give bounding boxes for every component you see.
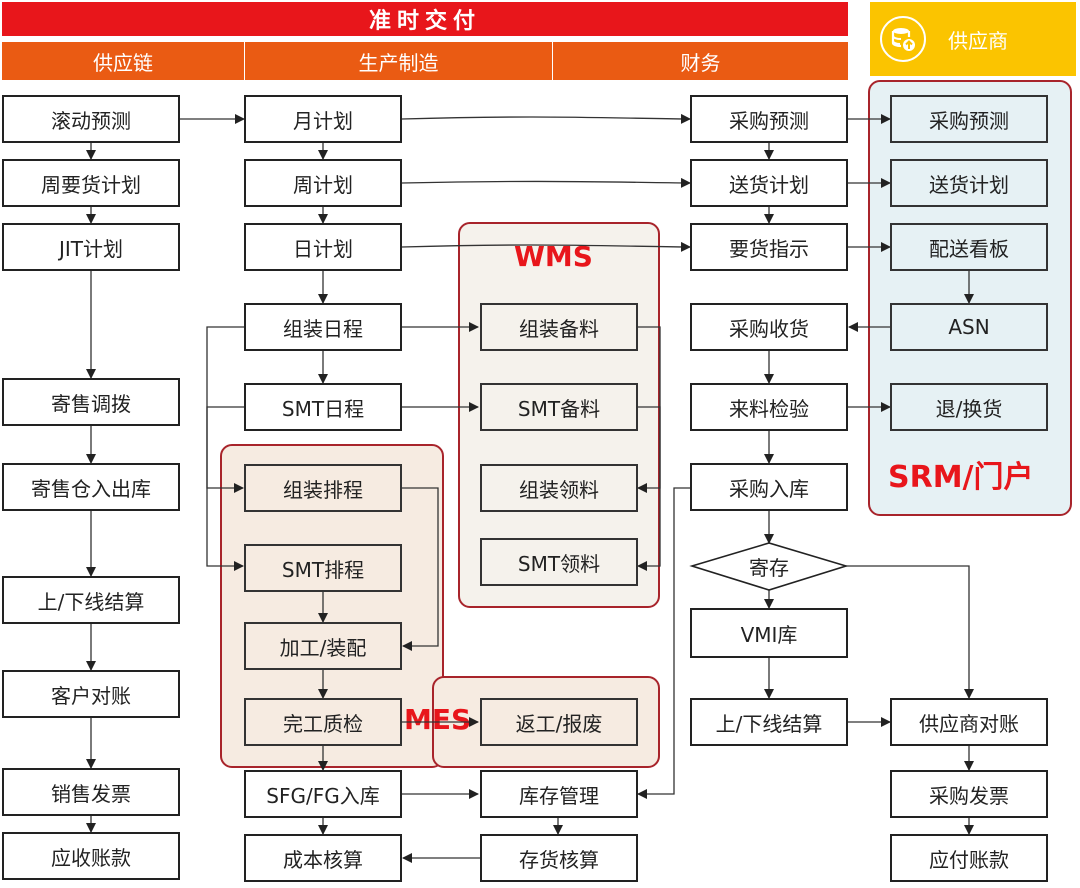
node-accounts-payable: 应付账款 xyxy=(890,834,1048,882)
node-rework-scrap: 返工/报废 xyxy=(480,698,638,746)
node-accounts-receivable: 应收账款 xyxy=(2,832,180,880)
node-srm-delivery-plan: 送货计划 xyxy=(890,159,1048,207)
node-assembly-schedule: 组装日程 xyxy=(244,303,402,351)
arrow-monthly-to-purchase-forecast xyxy=(401,113,691,124)
node-consignment-warehouse-io: 寄售仓入出库 xyxy=(2,463,180,511)
node-smt-sequencing: SMT排程 xyxy=(244,544,402,592)
node-weekly-requirement-plan: 周要货计划 xyxy=(2,159,180,207)
node-cost-accounting: 成本核算 xyxy=(244,834,402,882)
node-assembly-pick: 组装领料 xyxy=(480,464,638,512)
node-consignment-transfer: 寄售调拨 xyxy=(2,378,180,426)
node-purchase-inbound: 采购入库 xyxy=(690,463,848,511)
node-consignment-label: 寄存 xyxy=(749,556,789,580)
database-upload-icon xyxy=(880,16,926,62)
node-purchase-invoice: 采购发票 xyxy=(890,770,1048,818)
node-vmi-warehouse: VMI库 xyxy=(690,608,848,658)
node-assembly-sequencing: 组装排程 xyxy=(244,464,402,512)
node-inventory-accounting: 存货核算 xyxy=(480,834,638,882)
column-header-finance: 财务 xyxy=(553,42,848,80)
node-weekly-plan: 周计划 xyxy=(244,159,402,207)
node-purchase-forecast: 采购预测 xyxy=(690,95,848,143)
node-inventory-management: 库存管理 xyxy=(480,770,638,818)
arrow-consignment-to-recon xyxy=(846,565,974,699)
arrow-smtprep-to-smt-pick xyxy=(637,406,661,571)
node-srm-purchase-forecast: 采购预测 xyxy=(890,95,1048,143)
node-call-off: 要货指示 xyxy=(690,223,848,271)
node-delivery-plan: 送货计划 xyxy=(690,159,848,207)
node-asn: ASN xyxy=(890,303,1048,351)
node-return-exchange: 退/换货 xyxy=(890,383,1048,431)
node-line-settlement-fin: 上/下线结算 xyxy=(690,698,848,746)
arrow-sequencing-to-processing xyxy=(402,487,439,651)
supplier-header: 供应商 xyxy=(870,2,1076,76)
node-daily-plan: 日计划 xyxy=(244,223,402,271)
column-header-production: 生产制造 xyxy=(245,42,552,80)
supplier-label: 供应商 xyxy=(948,28,1008,53)
node-rolling-forecast: 滚动预测 xyxy=(2,95,180,143)
consignment-diamond xyxy=(689,542,849,591)
node-sales-invoice: 销售发票 xyxy=(2,768,180,816)
arrow-daily-to-calloff xyxy=(401,241,691,252)
arrow-purchase-inbound-to-inventory xyxy=(637,487,690,799)
node-line-settlement-sc: 上/下线结算 xyxy=(2,576,180,624)
node-customer-reconciliation: 客户对账 xyxy=(2,670,180,718)
node-monthly-plan: 月计划 xyxy=(244,95,402,143)
node-smt-pick: SMT领料 xyxy=(480,538,638,586)
node-sfg-fg-inbound: SFG/FG入库 xyxy=(244,770,402,818)
node-processing-assembly: 加工/装配 xyxy=(244,622,402,670)
node-completion-qc: 完工质检 xyxy=(244,698,402,746)
node-supplier-reconciliation: 供应商对账 xyxy=(890,698,1048,746)
node-incoming-inspection: 来料检验 xyxy=(690,383,848,431)
node-smt-prep: SMT备料 xyxy=(480,383,638,431)
node-delivery-kanban: 配送看板 xyxy=(890,223,1048,271)
top-banner: 准时交付 xyxy=(2,2,848,36)
node-purchase-receiving: 采购收货 xyxy=(690,303,848,351)
column-header-supply-chain: 供应链 xyxy=(2,42,244,80)
arrow-smt-to-smt-sequencing xyxy=(206,406,244,571)
node-jit-plan: JIT计划 xyxy=(2,223,180,271)
arrow-weekly-to-delivery-plan xyxy=(401,177,691,188)
mes-label: MES xyxy=(404,703,472,736)
srm-label: SRM/门户 xyxy=(888,460,1034,495)
node-assembly-prep: 组装备料 xyxy=(480,303,638,351)
node-smt-schedule: SMT日程 xyxy=(244,383,402,431)
